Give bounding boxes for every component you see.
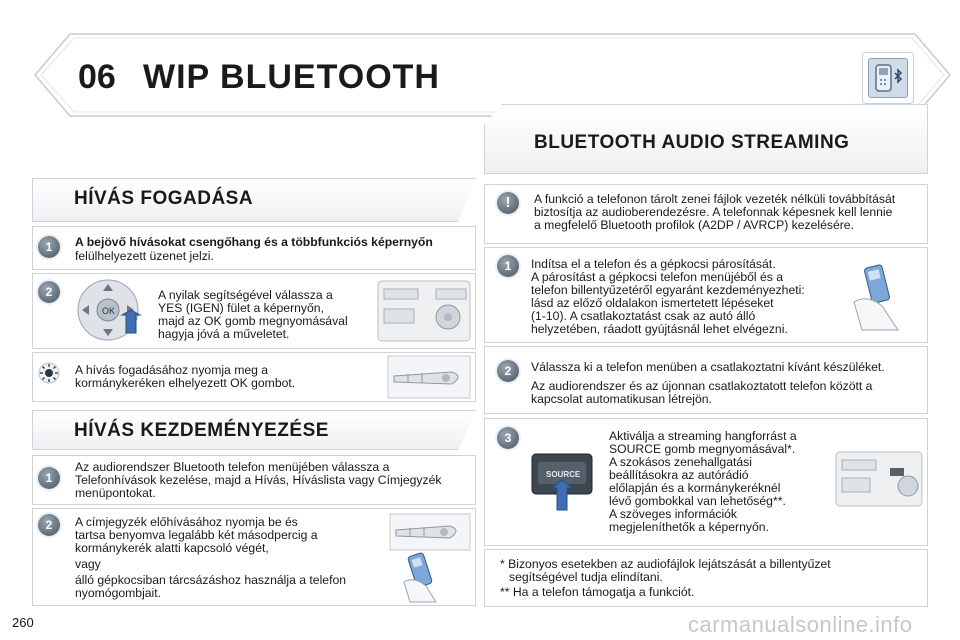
bluetooth-phone-icon [868,58,908,98]
step-number-badge: 1 [38,467,60,489]
chapter-number: 06 [78,58,116,96]
receiving-title-panel [32,178,476,222]
streaming-step1-line5: (1-10). A csatlakoztatást csak az autó á… [531,309,756,323]
streaming-title-panel [484,104,928,174]
streaming-section-title: BLUETOOTH AUDIO STREAMING [534,132,850,153]
streaming-step2-line3: kapcsolat automatikusan létrejön. [531,392,712,406]
making-step1-line3: menüpontokat. [75,486,156,500]
step-number-badge: 3 [497,427,519,449]
receiving-step2-line2: YES (IGEN) fület a képernyőn, [158,301,324,315]
radio-front-panel-illustration [835,451,923,507]
receiving-tip-line2: kormánykeréken elhelyezett OK gombot. [75,376,296,390]
streaming-step2-line2: Az audiorendszer és az újonnan csatlakoz… [531,379,873,393]
footnote-2: ** Ha a telefon támogatja a funkciót. [500,585,695,599]
streaming-warning-line3: a megfelelő Bluetooth profilok (A2DP / A… [534,218,854,232]
making-step1-line1: Az audiorendszer Bluetooth telefon menüj… [75,460,390,474]
streaming-step3-line5: előlapján és a kormánykeréknél [609,481,781,495]
streaming-step3-line1: Aktiválja a streaming hangforrást a [609,429,797,443]
making-step1-panel [32,455,476,505]
radio-front-panel-illustration [377,280,471,342]
streaming-step3-line2: SOURCE gomb megnyomásával*. [609,442,796,456]
streaming-warning-line1: A funkció a telefonon tárolt zenei fájlo… [534,192,896,206]
streaming-step1-line1: Indítsa el a telefon és a gépkocsi páros… [531,257,776,271]
streaming-step1-line3: telefon billentyűzetéről egyaránt kezdem… [531,283,805,297]
receiving-section-title: HÍVÁS FOGADÁSA [74,188,254,209]
steering-stalk-illustration [389,513,471,551]
page-number: 260 [12,615,34,630]
making-step2-or: vagy [75,557,101,571]
ok-navigation-pad-illustration: OK [77,279,142,341]
streaming-step2-line1: Válassza ki a telefon menüben a csatlako… [531,360,885,374]
making-title-panel [32,410,476,450]
hand-phone-illustration [403,552,437,603]
making-section-title: HÍVÁS KEZDEMÉNYEZÉSE [74,420,329,441]
streaming-step3-line7: A szöveges információk [609,507,738,521]
receiving-step2-line3: majd az OK gomb megnyomásával [158,314,348,328]
streaming-step1-panel [484,247,928,343]
watermark: carmanualsonline.info [688,612,913,637]
streaming-step1-line6: helyzetében, ráadott gyújtásnál lehet el… [531,322,788,336]
step-number-badge: 1 [497,255,519,277]
sun-tip-icon [38,362,60,384]
receiving-tip-line1: A hívás fogadásához nyomja meg a [75,363,269,377]
streaming-step3-line6: lévő gombokkal van lehetőség**. [609,494,786,508]
streaming-step3-line8: megjeleníthetők a képernyőn. [609,520,769,534]
warning-icon: ! [497,192,519,214]
source-button-illustration: SOURCE [531,453,593,511]
receiving-step1-panel [32,226,476,270]
hand-phone-illustration [853,264,899,331]
footnote-1-cont: segítségével tudja elindítani. [509,570,663,584]
making-step2-line1: A címjegyzék előhívásához nyomja be és [75,515,298,529]
making-step2-line5: nyomógombjait. [75,586,162,600]
chapter-icon-frame [862,52,914,104]
receiving-step1-text: felülhelyezett üzenet jelzi. [75,249,214,263]
receiving-step1-bold: A bejövő hívásokat csengőhang és a többf… [75,235,433,249]
footnote-1: * Bizonyos esetekben az audiofájlok lejá… [500,557,831,571]
making-step1-line2: Telefonhívások kezelése, majd a Hívás, H… [75,473,442,487]
step-number-badge: 2 [497,360,519,382]
streaming-warning-panel [484,184,928,244]
ok-button-label: OK [102,306,115,316]
making-step2-line2: tartsa benyomva legalább két másodpercig… [75,528,318,542]
streaming-step3-line4: beállításokra az autórádió [609,468,749,482]
streaming-step1-line2: A párosítást a gépkocsi telefon menüjébő… [531,270,784,284]
page-title: WIP BLUETOOTH [143,58,440,96]
step-number-badge: 2 [38,514,60,536]
step-number-badge: 2 [38,281,60,303]
receiving-step2-line4: hagyja jóvá a műveletet. [158,327,290,341]
source-button-label: SOURCE [546,470,581,479]
footnotes-panel [484,549,928,607]
streaming-step3-line3: A szokásos zenehallgatási [609,455,752,469]
streaming-step2-panel [484,346,928,414]
step-number-badge: 1 [38,236,60,258]
streaming-step1-line4: lásd az előző oldalakon ismertetett lépé… [531,296,774,310]
making-step2-line3: kormánykerék alatti kapcsoló végét, [75,541,269,555]
receiving-step2-line1: A nyilak segítségével válassza a [158,288,333,302]
streaming-warning-line2: biztosítja az audioberendezésre. A telef… [534,205,893,219]
steering-stalk-illustration [387,355,471,399]
making-step2-line4: álló gépkocsiban tárcsázáshoz használja … [75,573,347,587]
